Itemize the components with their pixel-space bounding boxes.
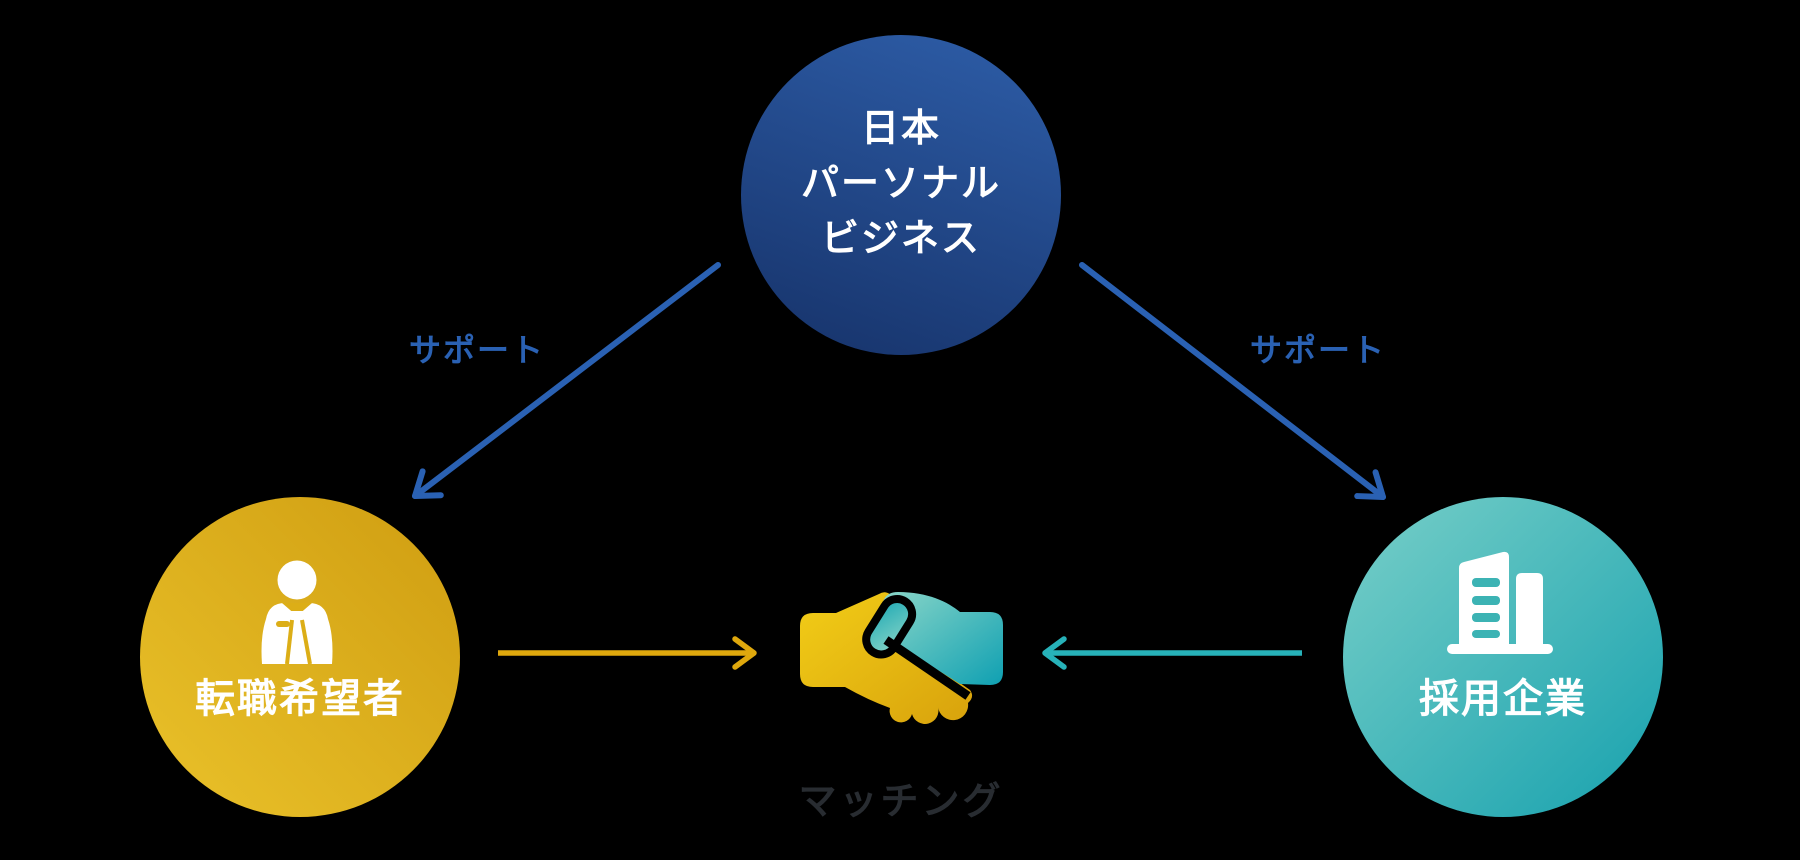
support-label-right: サポート xyxy=(1249,332,1386,368)
support-arrow-right xyxy=(1079,262,1386,500)
matching-label: マッチング xyxy=(798,781,1004,823)
agency-label: 日本 パーソナル ビジネス xyxy=(741,102,1061,267)
agency-label-line3: ビジネス xyxy=(820,218,981,260)
jobseeker-circle: 転職希望者 xyxy=(140,497,460,817)
company-circle: 採用企業 xyxy=(1343,497,1663,817)
person-icon xyxy=(261,560,333,665)
company-label: 採用企業 xyxy=(1419,677,1587,721)
support-arrow-left xyxy=(412,262,721,499)
handshake-icon xyxy=(800,592,1003,724)
building-icon xyxy=(1447,551,1553,654)
agency-circle: 日本 パーソナル ビジネス xyxy=(741,35,1061,355)
support-label-left: サポート xyxy=(408,332,545,368)
jobseeker-label: 転職希望者 xyxy=(195,677,405,721)
agency-label-line1: 日本 xyxy=(860,108,941,150)
agency-label-line2: パーソナル xyxy=(800,163,1001,205)
